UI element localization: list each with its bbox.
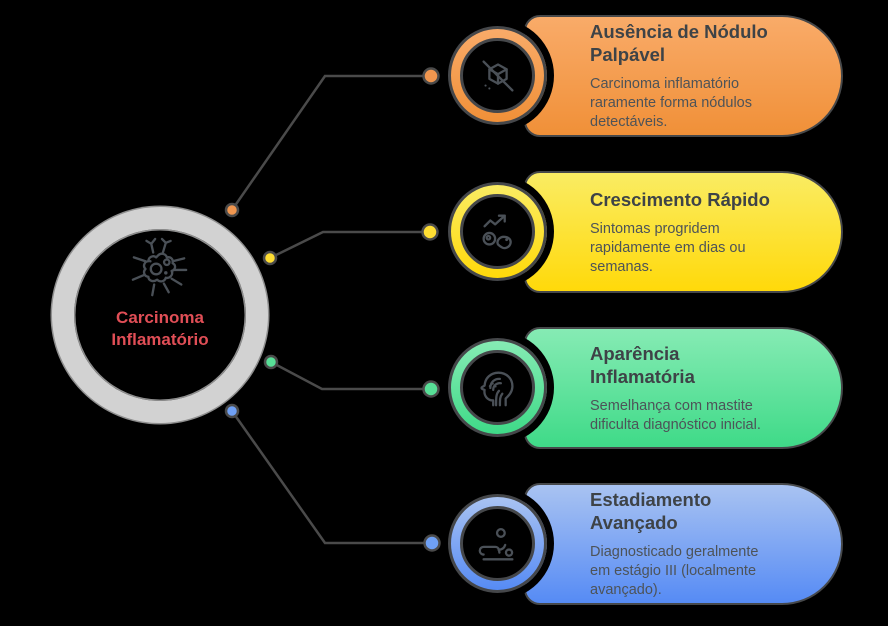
connector-line-3 [270,360,423,391]
hub-title: Carcinoma Inflamatório [111,307,208,351]
cancer-cell-icon [131,237,188,297]
card-crescimento-rapido: Crescimento Rápido Sintomas progridem ra… [524,171,843,293]
hub-dot-green [263,354,279,370]
card-dot-blue [423,534,441,552]
connector-line-4 [230,410,424,545]
advanced-staging-icon [478,527,514,560]
card-ausencia-nodulo: Ausência de Nódulo Palpável Carcinoma in… [524,15,843,137]
card-dot-yellow [421,223,439,241]
card-body: Sintomas progridem rapidamente em dias o… [590,220,746,275]
card-title: Estadiamento Avançado [590,489,712,533]
card-title: Aparência Inflamatória [590,342,695,387]
rapid-growth-icon [481,214,512,249]
badge-inner [460,350,535,425]
card-estadiamento-avancado: Estadiamento Avançado Diagnosticado gera… [524,483,843,605]
central-hub: Carcinoma Inflamatório [52,207,268,423]
hub-title-line2: Inflamatório [111,330,209,349]
badge-aparencia-inflamatoria [448,338,547,437]
card-body: Semelhança com mastite dificulta diagnós… [590,397,761,433]
card-dot-green [422,380,440,398]
card-title: Crescimento Rápido [590,188,770,210]
card-body: Carcinoma inflamatório raramente forma n… [590,76,752,130]
badge-inner [460,38,535,113]
hub-title-line1: Carcinoma [116,308,204,327]
card-body: Diagnosticado geralmente em estágio III … [590,544,759,598]
no-nodule-icon [481,59,514,92]
badge-inner [460,194,535,269]
card-aparencia-inflamatoria: Aparência Inflamatória Semelhança com ma… [524,327,843,449]
hub-dot-blue [224,403,240,419]
card-dot-orange [422,67,440,85]
card-title: Ausência de Nódulo Palpável [590,21,768,65]
inflammation-icon [479,371,514,406]
badge-ausencia-nodulo [448,26,547,125]
connector-line-2 [269,230,422,260]
badge-crescimento-rapido [448,182,547,281]
hub-dot-orange [224,202,240,218]
badge-inner [460,506,535,581]
connector-line-1 [230,74,424,211]
badge-estadiamento-avancado [448,494,547,593]
hub-dot-yellow [262,250,278,266]
